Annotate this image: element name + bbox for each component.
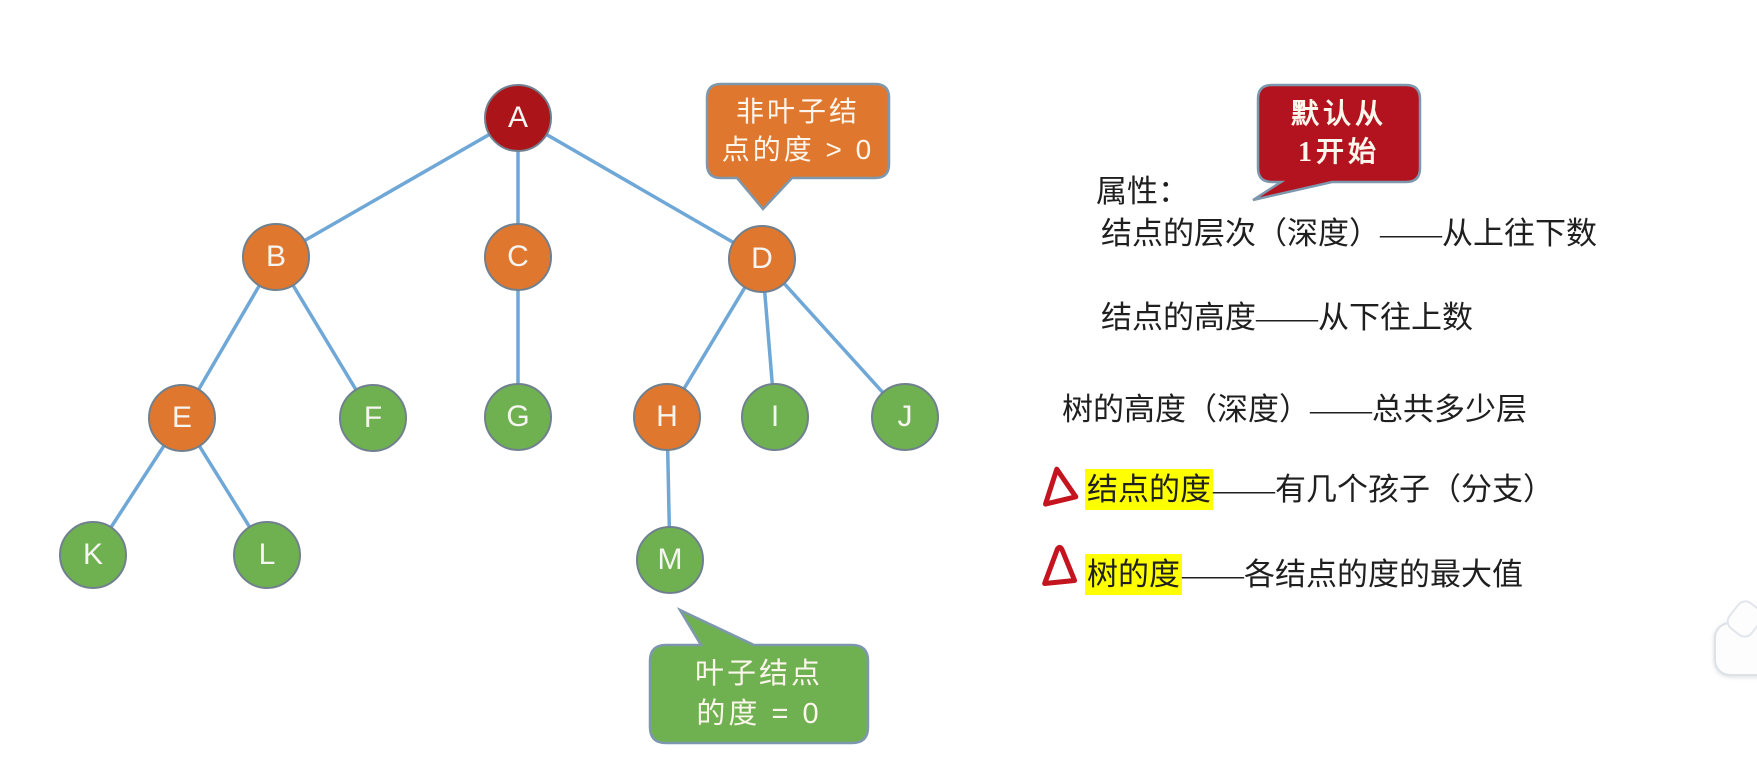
note-text: ——有几个孩子（分支） [1213,472,1554,507]
tree-node-D: D [728,225,796,293]
callout-line: 的度 = 0 [696,698,822,730]
tree-node-G: G [484,383,552,451]
leaf-callout-bubble [648,607,870,745]
node-label: L [258,538,276,571]
tree-node-M: M [636,526,704,594]
hand-cursor-icon [1714,622,1757,676]
note-line-tree-degree: 树的度——各结点的度的最大值 [1085,549,1523,595]
tree-node-K: K [59,521,127,589]
callout-line: 叶子结点 [694,658,823,690]
note-line-node-degree: 结点的度——有几个孩子（分支） [1085,464,1554,510]
node-label: J [897,400,913,433]
tree-node-A: A [484,84,552,152]
tree-node-E: E [148,384,216,452]
node-label: C [507,240,529,273]
tree-node-H: H [633,383,701,451]
callout-line: 1开始 [1297,136,1380,168]
callout-line: 非叶子结 [735,96,860,127]
tree-node-J: J [871,383,939,451]
note-line-tree-height: 树的高度（深度）——总共多少层 [1062,392,1527,427]
nonleaf-callout-text: 非叶子结 点的度 > 0 [707,84,889,178]
leaf-callout-text: 叶子结点 的度 = 0 [650,645,868,743]
tree-node-L: L [233,521,301,589]
delta-annotation-icon [1042,544,1078,587]
highlighted-term: 树的度 [1085,554,1182,595]
note-line-level: 结点的层次（深度）——从上往下数 [1101,216,1597,251]
node-label: G [506,400,530,433]
tree-node-F: F [339,384,407,452]
node-label: D [751,242,773,275]
delta-annotation-icon [1043,466,1079,507]
callout-line: 默认从 [1290,98,1387,130]
highlighted-term: 结点的度 [1085,469,1213,510]
node-label: H [656,400,678,433]
tree-node-I: I [741,383,809,451]
tree-node-B: B [242,223,310,291]
note-text: ——各结点的度的最大值 [1182,557,1523,592]
callout-line: 点的度 > 0 [721,134,875,165]
nonleaf-callout-bubble [705,82,891,211]
tree-node-C: C [484,223,552,291]
node-label: K [82,538,103,571]
node-label: F [363,401,383,434]
default-start-callout-text: 默认从 1开始 [1258,85,1420,182]
default-start-callout-bubble [1252,83,1422,202]
note-line-node-height: 结点的高度——从下往上数 [1101,300,1473,335]
callout-shapes [648,82,1422,745]
node-label: E [171,401,192,434]
notes-heading: 属性： [1096,174,1189,209]
node-label: I [770,400,780,433]
node-label: A [507,101,528,134]
node-label: M [657,543,683,576]
node-label: B [265,240,286,273]
